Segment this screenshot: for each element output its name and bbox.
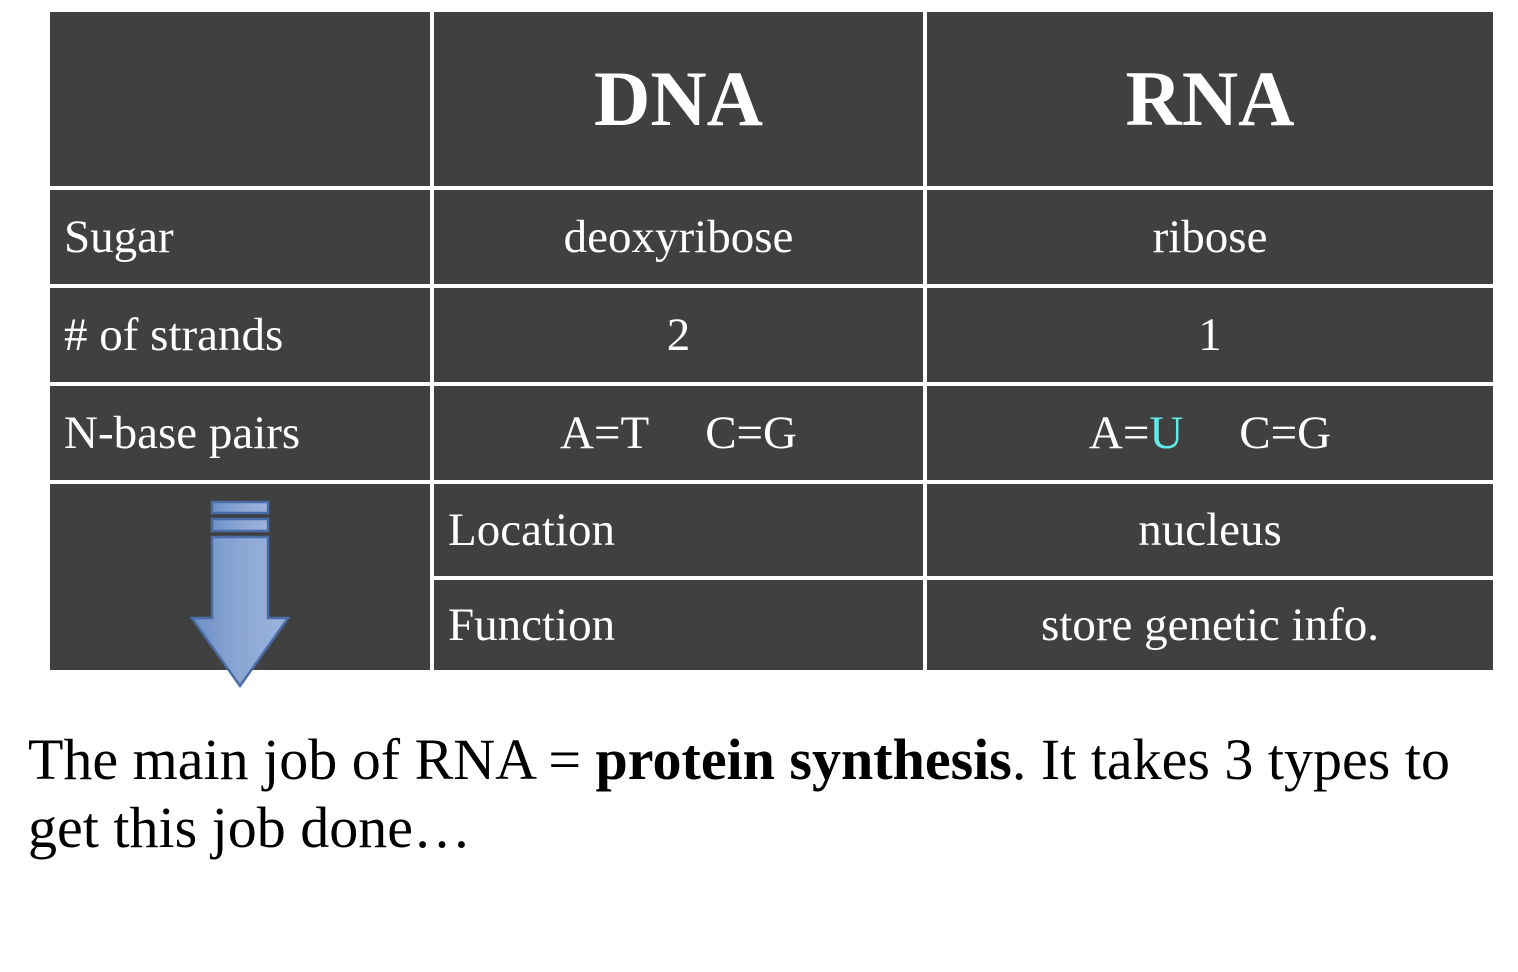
table-grid: DNA RNA Sugar deoxyribose ribose # of st…	[50, 12, 1493, 689]
down-arrow-icon	[189, 500, 291, 689]
table-cell-strands-rna: 1	[927, 288, 1493, 382]
row-label-location-text: Location	[448, 503, 616, 556]
dna-rna-comparison-table: DNA RNA Sugar deoxyribose ribose # of st…	[50, 12, 1493, 689]
dna-base-pairs-group: A=T C=G	[560, 406, 797, 459]
dna-base-pair-at: A=T	[560, 406, 650, 459]
caption-part-one: The main job of RNA =	[28, 727, 596, 792]
table-cell-sugar-rna: ribose	[927, 190, 1493, 284]
row-label-nbase-pairs-text: N-base pairs	[64, 406, 301, 459]
table-row-label-sugar: Sugar	[50, 190, 430, 284]
table-cell-rna-location-function-merged	[50, 484, 430, 689]
rna-base-uracil: U	[1149, 406, 1184, 459]
rna-base-pairs-group: A=U C=G	[1088, 406, 1332, 459]
row-label-function-text: Function	[448, 598, 616, 651]
table-cell-strands-rna-text: 1	[1198, 308, 1222, 361]
table-cell-function-dna: store genetic info.	[927, 580, 1493, 670]
table-row-label-function: Function	[434, 580, 923, 670]
table-header-rna-label: RNA	[1125, 55, 1295, 142]
table-row-label-nbase-pairs: N-base pairs	[50, 386, 430, 480]
table-cell-nbase-rna: A=U C=G	[927, 386, 1493, 480]
table-cell-sugar-dna: deoxyribose	[434, 190, 923, 284]
caption-bold-protein-synthesis: protein synthesis	[595, 727, 1012, 792]
table-cell-nbase-dna: A=T C=G	[434, 386, 923, 480]
row-label-strands-text: # of strands	[64, 308, 284, 361]
table-row-label-location: Location	[434, 484, 923, 576]
table-cell-location-dna-text: nucleus	[1138, 503, 1282, 556]
table-header-rna: RNA	[927, 12, 1493, 186]
table-cell-function-dna-text: store genetic info.	[1040, 598, 1380, 651]
table-cell-location-dna: nucleus	[927, 484, 1493, 576]
table-header-dna: DNA	[434, 12, 923, 186]
table-header-dna-label: DNA	[594, 55, 763, 142]
rna-base-pair-au-prefix: A=	[1088, 406, 1150, 459]
caption-text: The main job of RNA = protein synthesis.…	[28, 726, 1498, 863]
table-cell-sugar-dna-text: deoxyribose	[563, 210, 794, 263]
caption-part-two: . It takes 3 types to get this job done…	[28, 727, 1450, 861]
table-header-corner-cell	[50, 12, 430, 186]
rna-base-pair-cg: C=G	[1239, 406, 1332, 459]
table-cell-strands-dna: 2	[434, 288, 923, 382]
dna-base-pair-cg: C=G	[705, 406, 797, 459]
table-row-label-strands: # of strands	[50, 288, 430, 382]
row-label-sugar-text: Sugar	[64, 210, 174, 263]
table-cell-strands-dna-text: 2	[666, 308, 691, 361]
table-cell-sugar-rna-text: ribose	[1152, 210, 1268, 263]
